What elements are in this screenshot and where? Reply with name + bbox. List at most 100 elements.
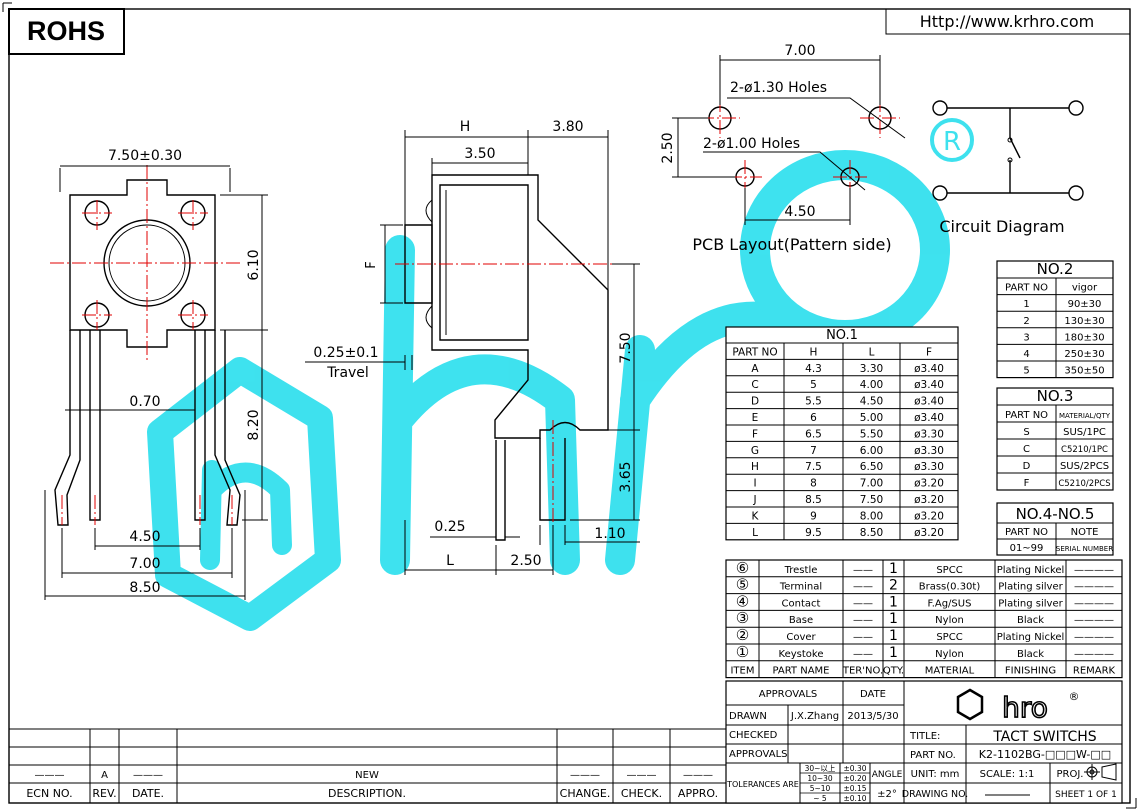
revision-header: CHANGE.: [560, 787, 611, 800]
tolerance-value: ±0.30: [844, 764, 867, 773]
hro-logo-text: hro: [1002, 691, 1048, 724]
bom-cell: ————: [1074, 649, 1114, 660]
hro-logo-registered: ®: [1069, 690, 1080, 703]
bom-cell: ——: [853, 565, 873, 576]
proj-label: PROJ.: [1057, 769, 1084, 780]
no1-table-header: H: [810, 346, 818, 358]
no2-table-header: vigor: [1072, 283, 1098, 294]
pcb-holes-130: 2-ø1.30 Holes: [730, 80, 827, 96]
rohs-label: ROHS: [27, 16, 105, 46]
no3-table-cell: C5210/1PC: [1061, 445, 1108, 455]
no1-table-cell: J: [752, 494, 756, 506]
no2-table-cell: 350±50: [1064, 366, 1104, 377]
no1-table-cell: ø3.30: [914, 428, 944, 440]
no3-table-cell: SUS/1PC: [1063, 427, 1106, 438]
projection-symbol-icon: [1084, 763, 1117, 781]
bom-cell: Keystoke: [779, 649, 824, 660]
table-frame: [725, 326, 959, 541]
bom-header: ITEM: [730, 666, 754, 677]
no2-table-cell: 90±30: [1068, 299, 1102, 310]
bom-cell: ——: [853, 598, 873, 609]
bom-cell: ⑤: [736, 576, 749, 594]
no1-table-cell: ø3.20: [914, 478, 944, 490]
no45-table-cell: 01~99: [1010, 543, 1044, 554]
title-checked-label: CHECKED: [729, 730, 778, 741]
bom-header: QTY.: [883, 666, 904, 677]
no3-table-cell: F: [1024, 478, 1030, 489]
dim-365: 3.65: [618, 461, 634, 492]
no1-table-cell: 4.00: [860, 379, 883, 391]
dim-250: 2.50: [510, 553, 541, 569]
no3-table-cell: SUS/2PCS: [1060, 461, 1109, 472]
dim-350: 3.50: [464, 146, 495, 162]
revision-description: NEW: [355, 770, 379, 781]
no1-table-cell: 4.50: [860, 396, 883, 408]
no3-table-cell: S: [1023, 427, 1029, 438]
no1-table-cell: 4.3: [805, 363, 822, 375]
dim-width-750: 7.50±0.30: [108, 148, 182, 164]
bom-cell: Base: [789, 615, 813, 626]
pcb-layout: 7.00 2-ø1.30 Holes 2.50 2-ø1.00 Holes 4.…: [660, 43, 906, 254]
no1-table-cell: 5.5: [805, 396, 822, 408]
part-no-value: K2-1102BG-□□□W-□□: [979, 748, 1111, 761]
side-view: H 3.80 3.50 F 0.25±0.1 Travel 7.50 3.65 …: [305, 119, 640, 575]
bom-cell: Black: [1017, 615, 1044, 626]
tolerance-value: ±0.20: [844, 774, 867, 783]
bom-header: TER'NO.: [842, 666, 883, 677]
angle-label: ANGLE: [872, 770, 903, 780]
bom-cell: Brass(0.30t): [919, 582, 981, 593]
bom-header: MATERIAL: [925, 666, 975, 677]
no1-table-cell: D: [751, 396, 759, 408]
bom-cell: ————: [1074, 615, 1114, 626]
no1-table-cell: 7.50: [860, 494, 883, 506]
bom-cell: Cover: [786, 632, 816, 643]
no1-table-cell: I: [753, 478, 756, 490]
bom-cell: ——: [853, 632, 873, 643]
bom-cell: ④: [736, 592, 749, 610]
bom-cell: 1: [889, 611, 898, 627]
no1-table-cell: ø3.20: [914, 494, 944, 506]
no1-table-cell: 6: [810, 412, 817, 424]
hro-logo-hexagon: [956, 688, 984, 721]
no2-table-cell: 3: [1023, 332, 1029, 343]
scale-label: SCALE: 1:1: [980, 769, 1035, 780]
bom-cell: Nylon: [935, 615, 964, 626]
bom-cell: ②: [736, 626, 749, 644]
tolerance-range: 30~以上: [805, 764, 836, 773]
hro-logo: hro ®: [956, 688, 1080, 725]
table-frame: [725, 559, 1123, 679]
front-view: 7.50±0.30 6.10 8.20 0.70 4.50 7.00 8.50: [44, 148, 268, 600]
bom-cell: 1: [889, 645, 898, 661]
table-frame: [996, 260, 1114, 379]
no1-table-cell: F: [752, 428, 758, 440]
no1-table-cell: 6.50: [860, 461, 883, 473]
bom-cell: F.Ag/SUS: [928, 598, 972, 609]
bom-cell: ⑥: [736, 559, 749, 577]
bom-cell: ——: [853, 582, 873, 593]
circuit-title: Circuit Diagram: [939, 217, 1064, 236]
no3-table-title: NO.3: [1037, 387, 1074, 405]
no1-table-cell: G: [751, 445, 759, 457]
unit-label: UNIT: mm: [911, 769, 960, 780]
revision-rev: A: [101, 770, 108, 781]
title-drawn-name: J.X.Zhang: [790, 711, 839, 722]
no1-table-cell: 5.00: [860, 412, 883, 424]
no1-table-cell: 9.5: [805, 527, 822, 539]
bom-cell: SPCC: [936, 632, 962, 643]
dim-380: 3.80: [552, 119, 583, 135]
dim-pitch-850: 8.50: [129, 580, 160, 596]
no3-table-cell: C: [1023, 444, 1030, 455]
dim-lead-820: 8.20: [246, 409, 262, 440]
title-approvals-header: APPROVALS: [759, 689, 818, 700]
tolerances-label: TOLERANCES ARE: [726, 780, 799, 789]
bom-cell: Terminal: [779, 582, 822, 593]
bom-cell: ③: [736, 609, 749, 627]
part-no-label: PART NO.: [910, 750, 956, 761]
bom-cell: ————: [1074, 582, 1114, 593]
watermark-registered-mark: R: [943, 127, 961, 157]
no1-table-cell: A: [751, 363, 759, 375]
revision-header: DESCRIPTION.: [328, 787, 406, 800]
dim-750: 7.50: [618, 332, 634, 363]
pcb-layout-title: PCB Layout(Pattern side): [692, 235, 891, 254]
